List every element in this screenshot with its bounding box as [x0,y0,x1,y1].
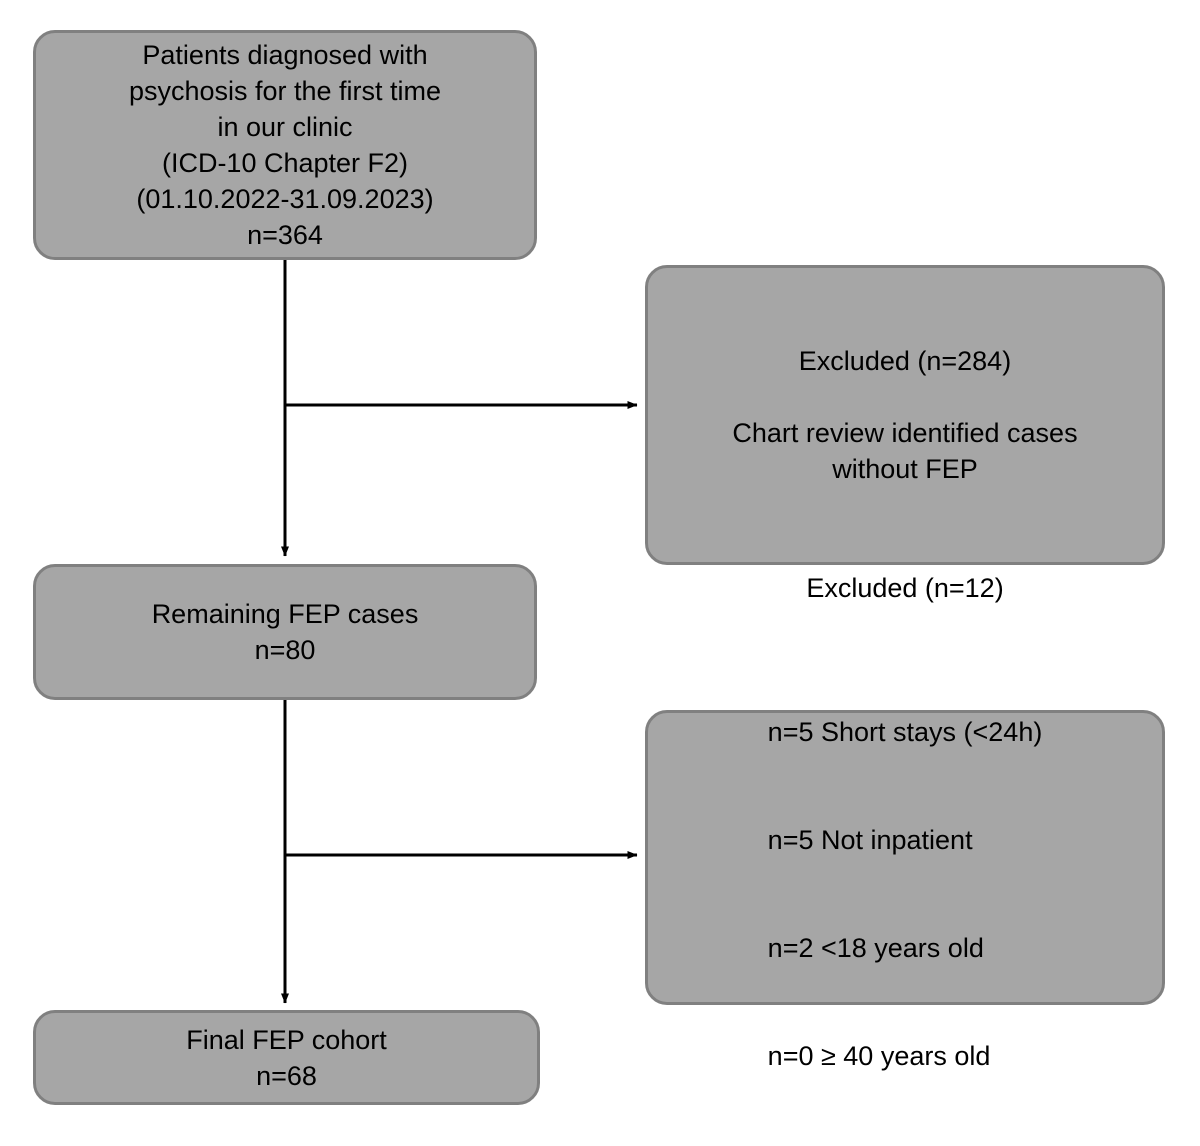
node-excluded-chart-review[interactable]: Excluded (n=284) Chart review identified… [645,265,1165,565]
node-source-line-2: psychosis for the first time [128,76,442,106]
excluded-1-body-line-1: Chart review identified cases [732,418,1078,448]
node-final-cohort[interactable]: Final FEP cohort n=68 [33,1010,540,1105]
node-excluded-criteria[interactable]: Excluded (n=12) n=5 Short stays (<24h) n… [645,573,1165,1071]
excluded-1-body-line-2: without FEP [832,454,978,484]
node-remaining-count: n=80 [254,635,316,665]
node-remaining-fep-cases[interactable]: Remaining FEP cases n=80 [33,564,537,700]
node-source-line-3: in our clinic [217,112,353,142]
excluded-2-reason-2: n=5 Not inpatient [767,824,973,855]
node-final-count: n=68 [256,1060,317,1091]
node-remaining-label: Remaining FEP cases [151,599,419,629]
excluded-2-reason-1: n=5 Short stays (<24h) [767,716,1043,747]
node-final-label: Final FEP cohort [186,1024,387,1055]
excluded-1-heading: Excluded (n=284) [798,346,1012,376]
excluded-2-reason-3: n=2 <18 years old [767,932,984,963]
node-source-line-5: (01.10.2022-31.09.2023) [136,184,434,214]
excluded-2-reason-4: n=0 ≥ 40 years old [767,1040,991,1071]
node-source-count: n=364 [247,220,323,250]
node-source-line-4: (ICD-10 Chapter F2) [161,148,409,178]
node-source-line-1: Patients diagnosed with [142,40,428,70]
excluded-2-reason-list: n=5 Short stays (<24h) n=5 Not inpatient… [768,642,1043,1146]
node-source-population[interactable]: Patients diagnosed with psychosis for th… [33,30,537,260]
excluded-2-heading: Excluded (n=12) [806,572,1004,603]
